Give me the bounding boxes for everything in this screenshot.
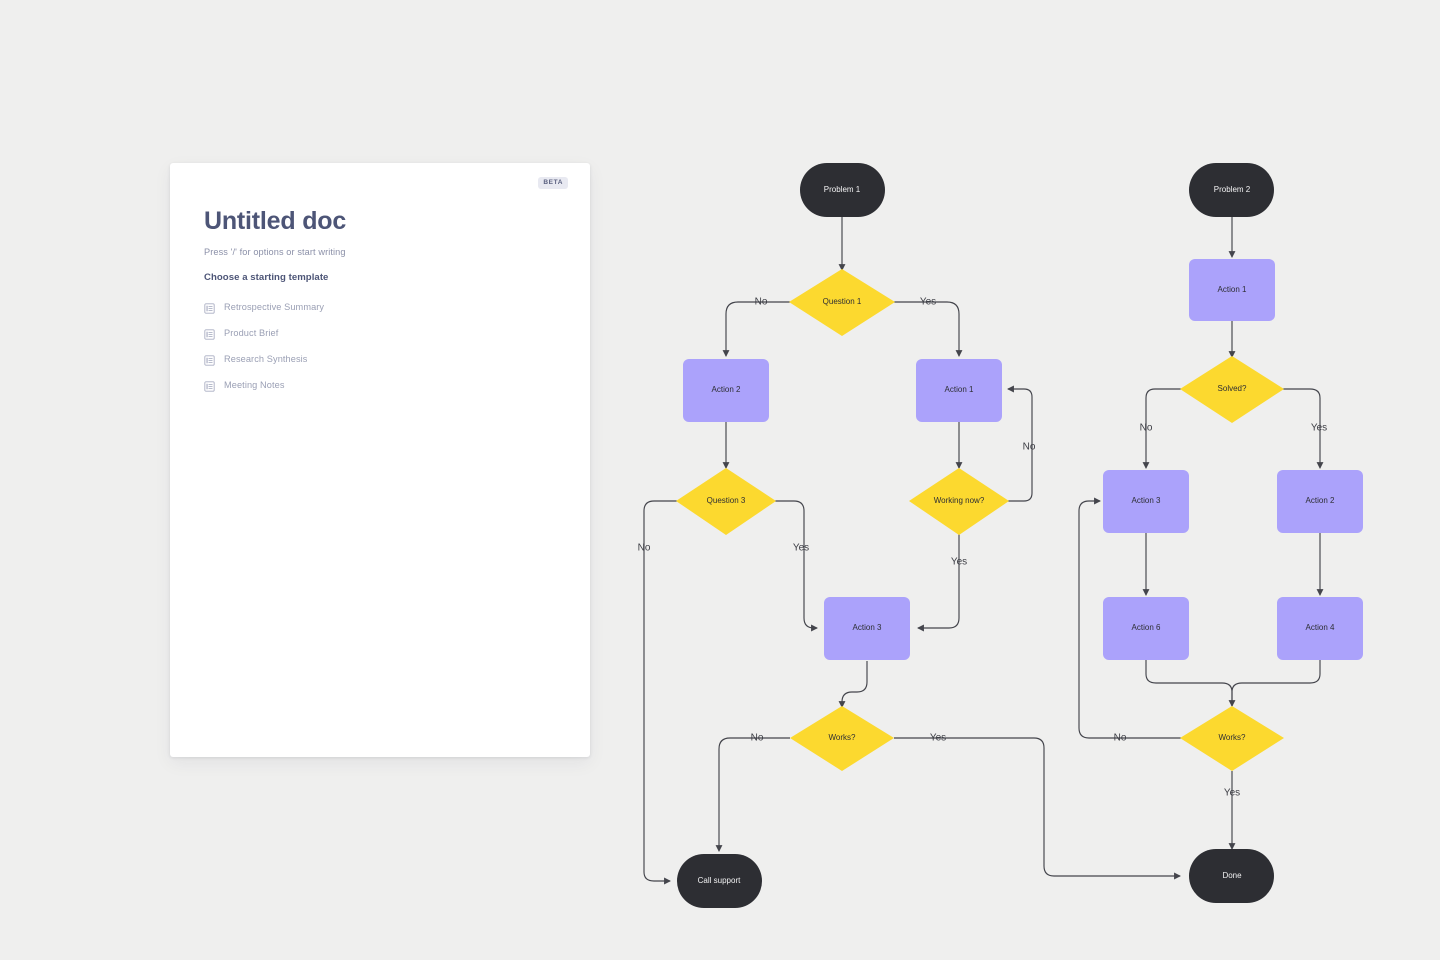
node-label: Works? [829, 733, 857, 742]
edge-label-works-no-right: No [1114, 733, 1127, 744]
node-action-3-right[interactable]: Action 3 [1103, 470, 1189, 533]
document-card[interactable]: BETA Untitled doc Press '/' for options … [170, 163, 590, 757]
node-label: Action 2 [1306, 496, 1335, 505]
edge-label-works-yes: Yes [930, 733, 946, 744]
edge-question3-no-to-callsupport [643, 500, 677, 885]
node-label: Action 3 [853, 623, 882, 632]
page-title[interactable]: Untitled doc [204, 207, 347, 235]
node-action-2-right[interactable]: Action 2 [1277, 470, 1363, 533]
edge-label-question1-no: No [755, 297, 768, 308]
template-item-research-synthesis[interactable]: Research Synthesis [204, 346, 556, 372]
beta-badge: BETA [538, 177, 568, 189]
node-problem-1[interactable]: Problem 1 [800, 163, 885, 217]
node-label: Problem 2 [1214, 185, 1251, 194]
node-action-2[interactable]: Action 2 [683, 359, 769, 422]
node-label: Question 3 [707, 496, 746, 505]
edge-label-workingnow-no: No [1023, 442, 1036, 453]
edge-action6-to-works [1145, 660, 1236, 707]
template-list: Retrospective Summary Product Brief [204, 294, 556, 398]
edge-question1-no-to-action2 [722, 301, 790, 357]
right-flow-connectors: No Yes No Yes [1078, 216, 1327, 850]
node-label: Question 1 [823, 297, 862, 306]
node-action-1-left[interactable]: Action 1 [916, 359, 1002, 422]
node-solved[interactable]: Solved? [1180, 356, 1284, 423]
node-label: Works? [1219, 733, 1247, 742]
node-action-3-left[interactable]: Action 3 [824, 597, 910, 660]
template-item-label: Research Synthesis [224, 353, 308, 364]
node-works-right[interactable]: Works? [1180, 706, 1284, 771]
editor-placeholder-hint: Press '/' for options or start writing [204, 246, 346, 257]
edge-label-solved-yes: Yes [1311, 423, 1327, 434]
node-works-left[interactable]: Works? [790, 706, 894, 771]
node-done[interactable]: Done [1189, 849, 1274, 903]
node-action-1-right[interactable]: Action 1 [1189, 259, 1275, 321]
right-flow-nodes: Problem 2 Action 1 Solved? Action 3 Acti [1103, 163, 1363, 903]
template-item-label: Product Brief [224, 327, 279, 338]
template-item-retrospective-summary[interactable]: Retrospective Summary [204, 294, 556, 320]
node-label: Action 2 [712, 385, 741, 394]
node-label: Done [1222, 871, 1242, 880]
edge-action4-to-works [1231, 660, 1321, 706]
node-label: Call support [698, 876, 741, 885]
edge-label-works-yes-right: Yes [1224, 788, 1240, 799]
node-action-6[interactable]: Action 6 [1103, 597, 1189, 660]
edge-action3-to-works [838, 661, 868, 708]
template-item-label: Meeting Notes [224, 379, 285, 390]
templates-heading: Choose a starting template [204, 271, 329, 283]
node-question-1[interactable]: Question 1 [789, 269, 895, 336]
node-label: Working now? [934, 496, 985, 505]
node-label: Action 1 [945, 385, 974, 394]
node-label: Action 1 [1218, 285, 1247, 294]
edge-label-works-no: No [751, 733, 764, 744]
node-problem-2[interactable]: Problem 2 [1189, 163, 1274, 217]
edge-workingnow-no-to-action1 [1007, 385, 1033, 502]
document-icon [204, 353, 215, 366]
edge-question3-yes-to-action3 [775, 500, 818, 632]
edge-label-question1-yes: Yes [920, 297, 936, 308]
node-working-now[interactable]: Working now? [909, 468, 1009, 535]
document-icon [204, 327, 215, 340]
edge-solved-no-to-action3 [1142, 388, 1181, 469]
node-label: Problem 1 [824, 185, 861, 194]
edge-label-question3-yes: Yes [793, 543, 809, 554]
edge-label-workingnow-yes: Yes [951, 557, 967, 568]
edge-workingnow-yes-to-action3 [917, 534, 960, 632]
node-call-support[interactable]: Call support [677, 854, 762, 908]
node-label: Action 4 [1306, 623, 1335, 632]
edge-works-no-to-action3 [1078, 497, 1181, 739]
edge-label-question3-no: No [638, 543, 651, 554]
left-flow-connectors: No Yes No Yes No Yes No Yes [638, 216, 1181, 885]
node-label: Action 3 [1132, 496, 1161, 505]
node-question-3[interactable]: Question 3 [676, 468, 776, 535]
edge-question1-yes-to-action1 [894, 301, 963, 357]
edge-works-yes-to-done [894, 737, 1181, 880]
left-flow-nodes: Problem 1 Question 1 Action 2 Action 1 Q [676, 163, 1009, 908]
node-action-4[interactable]: Action 4 [1277, 597, 1363, 660]
node-label: Solved? [1218, 384, 1247, 393]
template-item-meeting-notes[interactable]: Meeting Notes [204, 372, 556, 398]
template-item-product-brief[interactable]: Product Brief [204, 320, 556, 346]
document-icon [204, 379, 215, 392]
document-icon [204, 301, 215, 314]
edge-label-solved-no: No [1140, 423, 1153, 434]
edge-solved-yes-to-action2 [1283, 388, 1324, 469]
template-item-label: Retrospective Summary [224, 301, 325, 312]
node-label: Action 6 [1132, 623, 1161, 632]
edge-works-no-to-callsupport [715, 737, 790, 852]
